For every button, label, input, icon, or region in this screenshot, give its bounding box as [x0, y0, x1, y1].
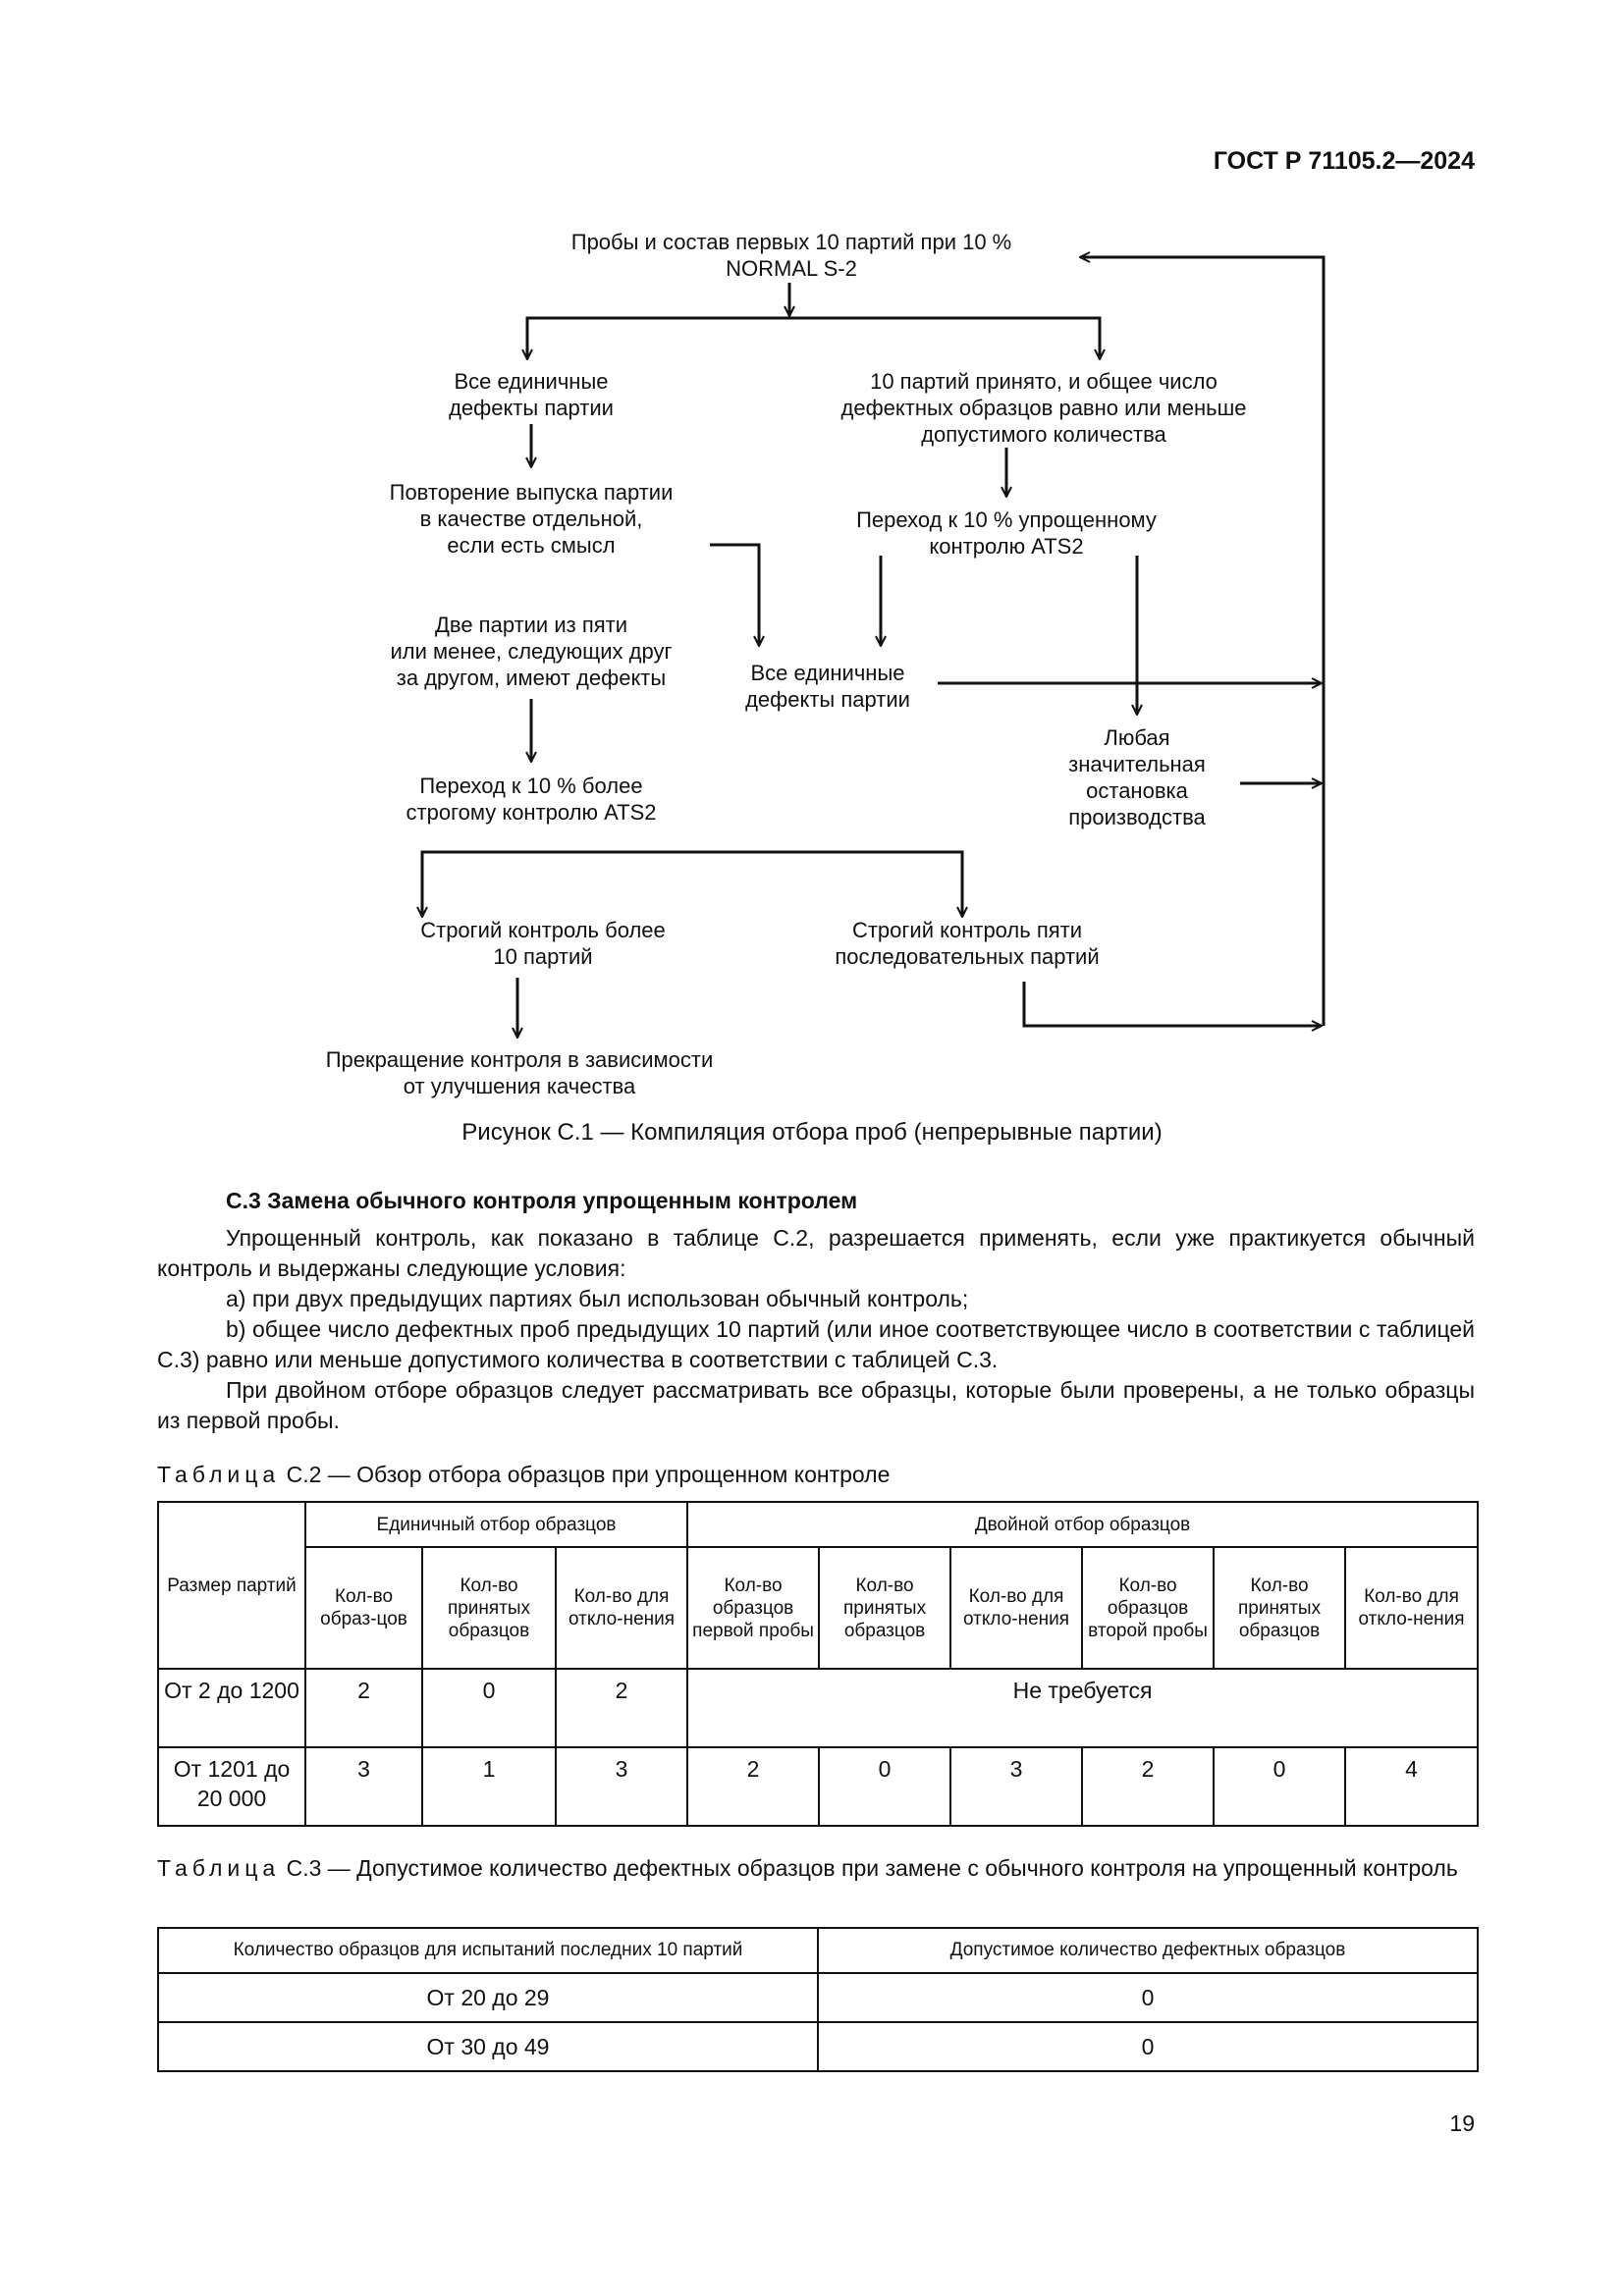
table-cell: 2	[686, 1746, 821, 1827]
return-loop-line	[1080, 257, 1326, 1026]
table-cell: 3	[949, 1746, 1084, 1827]
table-c3-title: Таблица С.3 — Допустимое количество дефе…	[157, 1855, 1458, 1881]
table-cell: 3	[554, 1746, 689, 1827]
node-all-defects-left: Все единичные дефекты партии	[449, 369, 614, 420]
header-cell: Кол-во принятых образцов	[818, 1546, 952, 1670]
node-discontinue: Прекращение контроля в зависимости от ул…	[325, 1047, 714, 1098]
table-cell: 4	[1344, 1746, 1480, 1827]
table-cell: 0	[421, 1668, 557, 1748]
node-reduced-ats2: Переход к 10 % упрощенному контролю ATS2	[856, 507, 1157, 559]
header-cell: Кол-во для откло-нения	[554, 1546, 689, 1670]
header-cell: Кол-во образцов первой пробы	[686, 1546, 821, 1670]
table-cell: 0	[818, 1746, 952, 1827]
cell-lot-size: От 1201 до 20 000	[157, 1746, 306, 1827]
table-cell: 0	[817, 2021, 1479, 2072]
header-double-sampling: Двойной отбор образцов	[686, 1501, 1480, 1548]
list-item-b: b) общее число дефектных проб предыдущих…	[157, 1316, 1475, 1372]
table-row: От 20 до 29 0	[157, 1972, 1479, 2023]
table-c2: Размер партий Единичный отбор образцов Д…	[157, 1501, 1480, 1827]
header-single-sampling: Единичный отбор образцов	[303, 1501, 689, 1548]
header-cell: Кол-во для откло-нения	[949, 1546, 1084, 1670]
header-cell: Кол-во принятых образцов	[421, 1546, 557, 1670]
table-row: От 2 до 1200 2 0 2 Не требуется	[157, 1668, 1480, 1748]
node-tightened-ats2: Переход к 10 % более строгому контролю A…	[406, 774, 657, 825]
arrow-repeat-to-mid	[710, 543, 759, 646]
paragraph-double-sampling: При двойном отборе образцов следует расс…	[157, 1377, 1475, 1433]
table-c3: Количество образцов для испытаний послед…	[157, 1927, 1479, 2072]
table-cell: 2	[1081, 1746, 1216, 1827]
flowchart-diagram	[0, 0, 1326, 1119]
table-cell: 2	[304, 1668, 423, 1748]
header-cell: Допустимое количество дефектных образцов	[817, 1927, 1479, 1974]
header-cell: Кол-во принятых образцов	[1213, 1546, 1347, 1670]
node-stoppage: Любая значительная остановка производств…	[1068, 725, 1206, 829]
table-row: От 1201 до 20 000 3 1 3 2 0 3 2 0 4	[157, 1746, 1480, 1827]
arrow-five-to-loop	[1022, 982, 1322, 1026]
header-cell: Кол-во образ-цов	[304, 1546, 423, 1670]
table-label: Таблица	[157, 1855, 281, 1881]
page-number: 19	[1449, 2110, 1475, 2136]
node-all-defects-mid: Все единичные дефекты партии	[745, 661, 910, 712]
node-tightened-over-10: Строгий контроль более 10 партий	[420, 918, 666, 969]
split-line	[525, 316, 1102, 358]
section-heading: С.3 Замена обычного контроля упрощенным …	[226, 1188, 858, 1213]
table-cell: 1	[421, 1746, 557, 1827]
table-row: От 30 до 49 0	[157, 2021, 1479, 2072]
node-tightened-five: Строгий контроль пяти последовательных п…	[835, 918, 1100, 969]
node-accepted-10: 10 партий принято, и общее число дефектн…	[840, 369, 1247, 447]
table-label: Таблица	[157, 1462, 281, 1487]
table-cell: От 30 до 49	[157, 2021, 819, 2072]
header-lot-size: Размер партий	[157, 1501, 306, 1670]
node-start: Пробы и состав первых 10 партий при 10 %…	[570, 230, 1012, 281]
table-cell: 3	[304, 1746, 423, 1827]
table-cell: 0	[1213, 1746, 1347, 1827]
header-cell: Количество образцов для испытаний послед…	[157, 1927, 819, 1974]
standard-number: ГОСТ Р 71105.2—2024	[1213, 147, 1475, 175]
node-two-of-five: Две партии из пяти или менее, следующих …	[390, 613, 673, 690]
tightened-split-line	[420, 850, 964, 915]
table-cell: 0	[817, 1972, 1479, 2023]
figure-caption: Рисунок С.1 — Компиляция отбора проб (не…	[461, 1119, 1163, 1146]
list-item-a: a) при двух предыдущих партиях был испол…	[226, 1286, 969, 1311]
table-cell: От 20 до 29	[157, 1972, 819, 2023]
table-c2-title: Таблица С.2 — Обзор отбора образцов при …	[157, 1462, 891, 1487]
header-cell: Кол-во образцов второй пробы	[1081, 1546, 1216, 1670]
cell-not-required: Не требуется	[686, 1668, 1480, 1748]
paragraph-intro: Упрощенный контроль, как показано в табл…	[157, 1225, 1475, 1281]
node-repeat-release: Повторение выпуска партии в качестве отд…	[389, 480, 674, 558]
header-cell: Кол-во для откло-нения	[1344, 1546, 1480, 1670]
cell-lot-size: От 2 до 1200	[157, 1668, 306, 1748]
table-cell: 2	[554, 1668, 689, 1748]
